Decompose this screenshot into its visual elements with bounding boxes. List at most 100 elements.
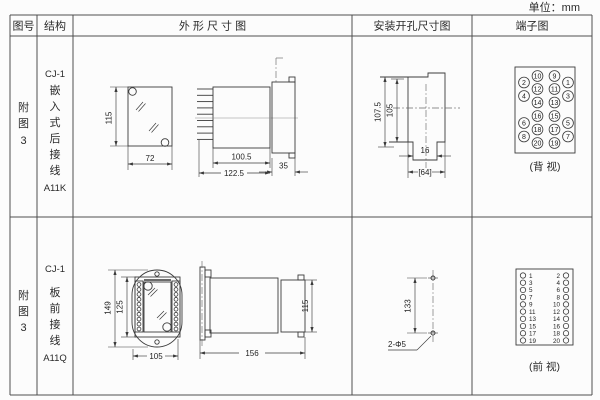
row2-fig-char: 图	[18, 305, 29, 318]
terminal-pin-circle	[518, 117, 530, 129]
dim-rear-depth: 35	[279, 162, 288, 171]
row1-structure-line: 线	[50, 163, 61, 177]
front-view-label: (前 视)	[529, 360, 560, 373]
dim-front-height: 115	[105, 111, 114, 124]
terminal-pin-number: 6	[556, 287, 560, 294]
rear-view-label: (背 视)	[530, 160, 561, 173]
terminal-pin-number: 16	[534, 114, 542, 121]
header-fig-no: 图号	[13, 20, 35, 33]
strip-hole	[173, 316, 179, 322]
terminal-pin-number: 1	[566, 80, 570, 87]
terminal-pin-number: 17	[551, 127, 559, 134]
terminal-pin-number: 2	[556, 273, 560, 280]
terminal-pin-number: 13	[529, 316, 537, 323]
terminal-pin-number: 6	[522, 121, 526, 128]
terminal-pin-number: 18	[553, 331, 561, 338]
dim-slot-width: 16	[421, 146, 430, 155]
strip-hole	[173, 282, 179, 287]
terminal-pin-circle	[562, 322, 570, 330]
row1-front-view	[110, 86, 173, 170]
terminal-pin-number: 3	[529, 280, 533, 287]
terminal-pin-circle	[519, 286, 527, 294]
row1-structure-line: 入	[50, 101, 61, 113]
row2-mounting-holes	[388, 270, 438, 351]
unit-label: 单位：mm	[529, 0, 580, 14]
terminal-pin-number: 14	[534, 100, 542, 107]
strip-hole	[173, 297, 179, 302]
row2-structure-line: 线	[50, 333, 61, 347]
terminal-pin-number: 12	[534, 87, 542, 94]
strip-hole	[136, 306, 142, 312]
row1-structure-line: 式	[50, 116, 61, 129]
terminal-pin-circle	[519, 294, 527, 301]
terminal-pin-circle	[519, 279, 527, 286]
terminal-pin-circle	[519, 337, 527, 344]
header-terminal: 端子图	[516, 20, 549, 33]
terminal-pin-number: 13	[551, 100, 559, 107]
row2-structure-line: 前	[50, 301, 61, 315]
terminal-pin-circle	[548, 137, 561, 149]
row1-mounting-cutout	[378, 72, 460, 178]
row2-fig-char: 附	[18, 288, 29, 302]
dim-total-depth-row2: 156	[245, 349, 259, 358]
dim-hole-spacing: 133	[404, 299, 413, 313]
strip-hole	[173, 326, 179, 332]
terminal-pin-number: 1	[529, 273, 533, 280]
terminal-comb	[197, 88, 213, 140]
row2-structure: CJ-1 板 前 接 线 A11Q	[43, 264, 67, 364]
row1-fig-no: 附 图 3	[18, 100, 29, 147]
terminal-pin-circle	[562, 315, 570, 322]
terminal-pin-circle	[548, 70, 561, 82]
front-terminal-strips	[136, 282, 179, 332]
terminal-pin-circle	[531, 137, 544, 149]
terminal-pin-circle	[531, 83, 544, 95]
terminal-box	[514, 66, 576, 154]
dim-flange-height: 149	[104, 301, 113, 315]
row1-structure-line: CJ-1	[45, 69, 65, 80]
dim-rear-height: 115	[301, 299, 310, 312]
strip-hole	[136, 287, 142, 292]
terminal-pin-number: 15	[551, 114, 559, 121]
strip-hole	[136, 326, 142, 332]
terminal-pin-number: 7	[566, 134, 570, 141]
terminal-pin-number: 8	[522, 134, 526, 141]
row2-structure-line: 板	[50, 285, 61, 299]
dim-body-height: 125	[116, 300, 125, 314]
header-structure: 结构	[44, 19, 66, 33]
terminal-pin-number: 15	[529, 323, 537, 330]
terminal-pin-circle	[531, 110, 544, 122]
row2-fig-no: 附 图 3	[18, 288, 29, 334]
terminal-pin-circle	[519, 308, 527, 315]
header-outline: 外 形 尺 寸 图	[179, 19, 246, 33]
terminal-pin-circle	[519, 322, 527, 330]
terminal-pin-number: 19	[529, 338, 537, 345]
terminal-pin-number: 14	[553, 316, 561, 323]
row1-structure-line: 嵌	[50, 84, 61, 97]
terminal-pin-circle	[562, 337, 570, 344]
dim-hole-note: 2-Φ5	[388, 340, 406, 349]
row1-structure: CJ-1 嵌 入 式 后 接 线 A11K	[44, 69, 67, 194]
row1-structure-line: 后	[50, 132, 61, 145]
row2-structure-line: 接	[50, 318, 61, 331]
terminal-pin-circle	[531, 70, 544, 82]
strip-hole	[136, 321, 142, 327]
row1-fig-char: 附	[18, 100, 29, 114]
strip-hole	[136, 282, 142, 287]
terminal-pin-number: 5	[529, 287, 533, 294]
terminal-pin-circle	[519, 315, 527, 322]
row1-structure-line: A11K	[44, 183, 67, 194]
terminal-pin-number: 2	[522, 80, 526, 87]
terminal-pin-circle	[562, 90, 574, 102]
terminal-pin-number: 4	[522, 94, 526, 101]
terminal-pin-circle	[562, 272, 570, 279]
row2-side-view	[199, 261, 317, 359]
terminal-pin-circle	[519, 301, 527, 308]
glass-hatch-marks	[135, 101, 159, 133]
terminal-pin-circle	[518, 130, 530, 143]
terminal-pin-number: 3	[566, 94, 570, 101]
